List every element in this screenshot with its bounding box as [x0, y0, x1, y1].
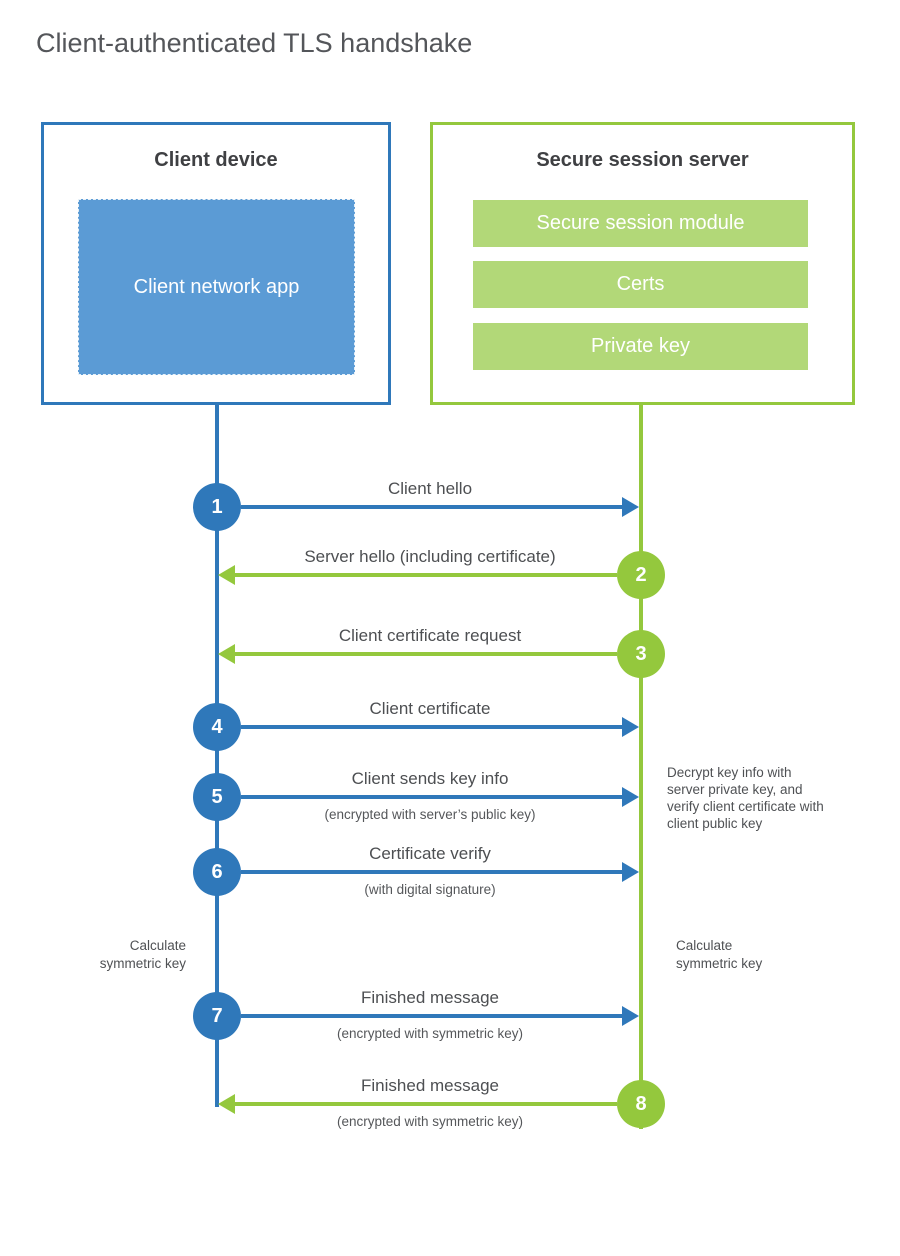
arrow-line — [235, 652, 617, 656]
step-number-badge: 3 — [617, 630, 665, 678]
decrypt-key-note: Decrypt key info with server private key… — [667, 765, 824, 831]
message-label: Certificate verify — [369, 844, 491, 863]
page-title: Client-authenticated TLS handshake — [36, 28, 473, 58]
arrow-line — [235, 573, 617, 577]
message-sublabel: (encrypted with symmetric key) — [336, 1114, 524, 1129]
server-title: Secure session server — [536, 149, 749, 171]
arrow-line — [235, 1102, 617, 1106]
message-label: Client sends key info — [351, 769, 509, 788]
server-lifeline — [639, 405, 643, 1129]
message-sublabel: (encrypted with symmetric key) — [336, 1026, 524, 1041]
client-device-title: Client device — [154, 149, 278, 171]
client-network-app-box: Client network app — [78, 199, 355, 375]
message-sublabel: (encrypted with server’s public key) — [324, 807, 536, 822]
arrow-line — [241, 795, 623, 799]
arrow-right-icon — [622, 862, 639, 882]
client-network-app-label: Client network app — [133, 275, 300, 298]
message-label: Server hello (including certificate) — [304, 547, 556, 566]
server-module-certs: Certs — [473, 261, 808, 308]
message-label: Finished message — [361, 1076, 499, 1095]
message-label: Finished message — [361, 988, 499, 1007]
step-number-badge: 5 — [193, 773, 241, 821]
step-number-badge: 8 — [617, 1080, 665, 1128]
arrow-line — [241, 1014, 623, 1018]
message-label: Client certificate — [369, 699, 491, 718]
client-device-box: Client device Client network app — [41, 122, 391, 405]
arrow-right-icon — [622, 717, 639, 737]
server-module-private-key: Private key — [473, 323, 808, 370]
step-number-badge: 4 — [193, 703, 241, 751]
secure-session-server-box: Secure session server Secure session mod… — [430, 122, 855, 405]
arrow-left-icon — [218, 644, 235, 664]
message-label: Client certificate request — [338, 626, 522, 645]
step-number-badge: 6 — [193, 848, 241, 896]
arrow-left-icon — [218, 1094, 235, 1114]
arrow-line — [241, 725, 623, 729]
step-number-badge: 1 — [193, 483, 241, 531]
calculate-symmetric-key-right-note: Calculate symmetric key — [676, 938, 763, 971]
step-number-badge: 2 — [617, 551, 665, 599]
arrow-right-icon — [622, 787, 639, 807]
arrow-right-icon — [622, 1006, 639, 1026]
client-lifeline — [215, 405, 219, 1107]
message-label: Client hello — [387, 479, 473, 498]
arrow-left-icon — [218, 565, 235, 585]
arrow-line — [241, 870, 623, 874]
arrow-right-icon — [622, 497, 639, 517]
server-module-secure-session: Secure session module — [473, 200, 808, 247]
step-number-badge: 7 — [193, 992, 241, 1040]
calculate-symmetric-key-left-note: Calculate symmetric key — [99, 938, 186, 971]
arrow-line — [241, 505, 623, 509]
message-sublabel: (with digital signature) — [364, 882, 496, 897]
